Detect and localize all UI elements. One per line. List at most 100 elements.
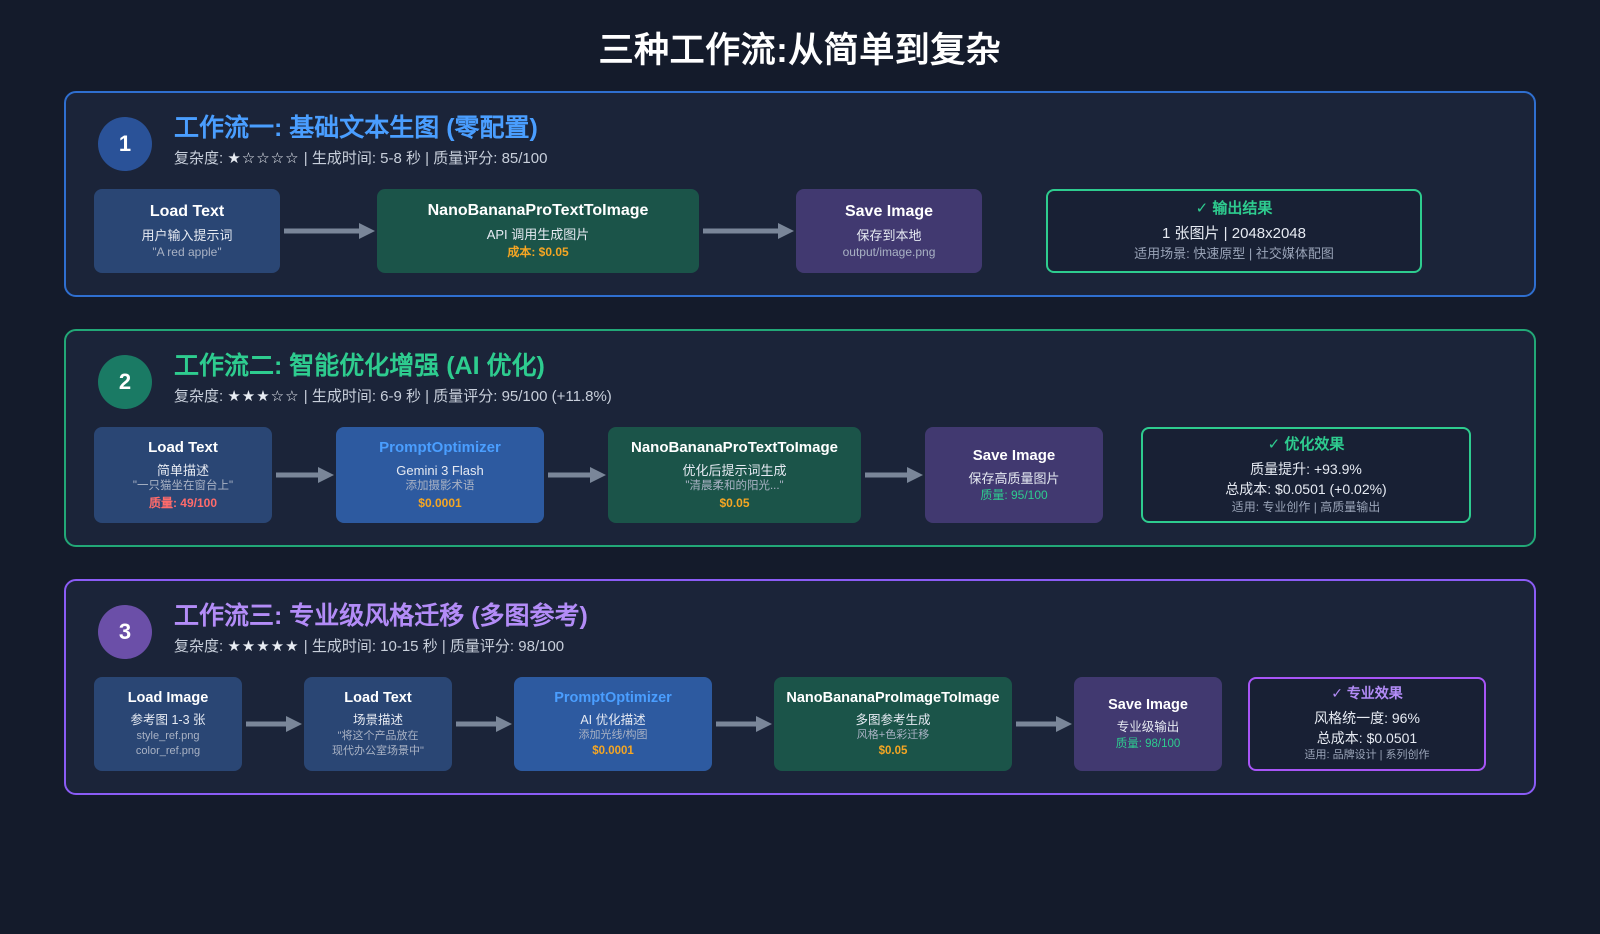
flow-arrow-icon bbox=[452, 714, 514, 734]
node-detail: 添加摄影术语 bbox=[405, 480, 475, 493]
node-subtitle: 优化后提示词生成 bbox=[682, 462, 787, 478]
flow-node-1[interactable]: Load Text 用户输入提示词 "A red apple" bbox=[94, 189, 280, 273]
workflow-title: 工作流一: 基础文本生图 (零配置) bbox=[174, 114, 538, 142]
node-title: Save Image bbox=[972, 447, 1056, 465]
workflow-meta: 复杂度: ★★★☆☆ | 生成时间: 6-9 秒 | 质量评分: 95/100 … bbox=[174, 387, 612, 407]
node-detail: "清晨柔和的阳光..." bbox=[685, 480, 784, 493]
node-title: NanoBananaProImageToImage bbox=[786, 689, 1000, 706]
result-footer: 适用: 品牌设计 | 系列创作 bbox=[1304, 749, 1430, 762]
workflow-card-2: 2 工作流二: 智能优化增强 (AI 优化) 复杂度: ★★★☆☆ | 生成时间… bbox=[64, 329, 1536, 547]
result-title-text: 输出结果 bbox=[1212, 200, 1273, 218]
workflow-meta-suffix: | 生成时间: 5-8 秒 | 质量评分: 85/100 bbox=[299, 150, 548, 168]
complexity-label: 复杂度: bbox=[174, 638, 228, 656]
node-cost: $0.0001 bbox=[592, 745, 634, 758]
workflow-meta: 复杂度: ★★★★★ | 生成时间: 10-15 秒 | 质量评分: 98/10… bbox=[174, 637, 588, 657]
result-footer: 适用场景: 快速原型 | 社交媒体配图 bbox=[1134, 245, 1334, 261]
workflow-list: 1 工作流一: 基础文本生图 (零配置) 复杂度: ★☆☆☆☆ | 生成时间: … bbox=[0, 83, 1600, 795]
check-icon: ✓ bbox=[1267, 435, 1281, 453]
workflow-card-1: 1 工作流一: 基础文本生图 (零配置) 复杂度: ★☆☆☆☆ | 生成时间: … bbox=[64, 91, 1536, 297]
node-subtitle: 用户输入提示词 bbox=[141, 227, 233, 243]
result-title: ✓ 优化效果 bbox=[1268, 434, 1345, 455]
result-title-text: 优化效果 bbox=[1284, 435, 1345, 453]
node-subtitle: 参考图 1-3 张 bbox=[130, 713, 206, 728]
node-detail: "A red apple" bbox=[152, 245, 222, 260]
node-subtitle: Gemini 3 Flash bbox=[396, 462, 484, 478]
flow-arrow-icon bbox=[544, 465, 608, 485]
result-line: 质量提升: +93.9% bbox=[1250, 460, 1362, 477]
flow-node-3[interactable]: NanoBananaProTextToImage 优化后提示词生成 "清晨柔和的阳光… bbox=[608, 427, 861, 523]
node-title: Load Text bbox=[149, 202, 225, 220]
result-title: ✓ 专业效果 bbox=[1331, 684, 1403, 704]
workflow-header: 1 工作流一: 基础文本生图 (零配置) 复杂度: ★☆☆☆☆ | 生成时间: … bbox=[92, 111, 1508, 171]
flow-arrow-icon bbox=[699, 221, 796, 241]
node-subtitle: 多图参考生成 bbox=[855, 712, 931, 727]
workflow-flow: Load Text 用户输入提示词 "A red apple" NanoBananaP… bbox=[92, 189, 1508, 273]
node-title: Load Text bbox=[148, 439, 218, 457]
workflow-meta: 复杂度: ★☆☆☆☆ | 生成时间: 5-8 秒 | 质量评分: 85/100 bbox=[174, 149, 547, 169]
node-cost: $0.0001 bbox=[418, 495, 462, 510]
result-line: 1 张图片 | 2048x2048 bbox=[1162, 225, 1306, 243]
workflow-header-text: 工作流三: 专业级风格迁移 (多图参考) 复杂度: ★★★★★ | 生成时间: … bbox=[174, 599, 588, 657]
node-subtitle: 保存到本地 bbox=[856, 227, 922, 243]
complexity-stars: ★★★★★ bbox=[227, 638, 300, 656]
check-icon: ✓ bbox=[1195, 200, 1209, 218]
flow-node-4[interactable]: Save Image 保存高质量图片质量: 95/100 bbox=[925, 427, 1103, 523]
complexity-label: 复杂度: bbox=[174, 150, 228, 168]
node-quality: 质量: 95/100 bbox=[980, 488, 1048, 503]
check-icon: ✓ bbox=[1331, 684, 1343, 701]
node-quality: 质量: 49/100 bbox=[148, 495, 218, 510]
node-detail: "将这个产品放在现代办公室场景中" bbox=[332, 730, 424, 757]
workflow-title: 工作流三: 专业级风格迁移 (多图参考) bbox=[174, 602, 588, 630]
node-cost: $0.05 bbox=[719, 495, 750, 510]
flow-arrow-icon bbox=[1012, 714, 1074, 734]
result-title: ✓ 输出结果 bbox=[1196, 198, 1273, 219]
node-title: PromptOptimizer bbox=[379, 439, 501, 457]
node-title: PromptOptimizer bbox=[554, 689, 672, 706]
flow-arrow-icon bbox=[712, 714, 774, 734]
workflow-number-badge: 1 bbox=[98, 117, 152, 171]
node-subtitle: API 调用生成图片 bbox=[486, 227, 590, 243]
workflow-result-box: ✓ 输出结果 1 张图片 | 2048x2048 适用场景: 快速原型 | 社交媒体… bbox=[1046, 189, 1422, 273]
node-detail: output/image.png bbox=[842, 245, 936, 260]
flow-arrow-icon bbox=[280, 221, 377, 241]
flow-arrow-icon bbox=[861, 465, 925, 485]
workflow-number-badge: 2 bbox=[98, 355, 152, 409]
workflow-title: 工作流二: 智能优化增强 (AI 优化) bbox=[174, 352, 545, 380]
flow-arrow-icon bbox=[272, 465, 336, 485]
node-quality: 质量: 98/100 bbox=[1115, 737, 1181, 750]
node-cost: 成本: $0.05 bbox=[507, 244, 569, 259]
node-subtitle: 场景描述 bbox=[352, 713, 403, 728]
complexity-stars: ★★★☆☆ bbox=[227, 388, 300, 406]
node-title: NanoBananaProTextToImage bbox=[427, 202, 649, 220]
workflow-meta-suffix: | 生成时间: 6-9 秒 | 质量评分: 95/100 (+11.8%) bbox=[299, 388, 612, 406]
node-title: Load Image bbox=[127, 690, 209, 707]
flow-node-5[interactable]: Save Image 专业级输出质量: 98/100 bbox=[1074, 677, 1222, 771]
workflow-meta-suffix: | 生成时间: 10-15 秒 | 质量评分: 98/100 bbox=[299, 638, 565, 656]
node-subtitle: 保存高质量图片 bbox=[968, 470, 1060, 486]
node-subtitle: AI 优化描述 bbox=[580, 712, 646, 727]
result-line: 总成本: $0.0501 bbox=[1316, 729, 1418, 746]
page-title: 三种工作流:从简单到复杂 bbox=[598, 31, 1002, 70]
result-line: 总成本: $0.0501 (+0.02%) bbox=[1225, 480, 1387, 497]
node-subtitle: 专业级输出 bbox=[1116, 719, 1180, 734]
node-cost: $0.05 bbox=[878, 745, 908, 758]
node-title: NanoBananaProTextToImage bbox=[631, 439, 838, 457]
node-title: Save Image bbox=[1108, 697, 1188, 714]
workflow-header-text: 工作流一: 基础文本生图 (零配置) 复杂度: ★☆☆☆☆ | 生成时间: 5-… bbox=[174, 111, 547, 169]
flow-arrow-icon bbox=[242, 714, 304, 734]
workflow-header-text: 工作流二: 智能优化增强 (AI 优化) 复杂度: ★★★☆☆ | 生成时间: … bbox=[174, 349, 612, 407]
node-detail: "一只猫坐在窗台上" bbox=[132, 480, 234, 493]
result-footer: 适用: 专业创作 | 高质量输出 bbox=[1231, 500, 1381, 515]
